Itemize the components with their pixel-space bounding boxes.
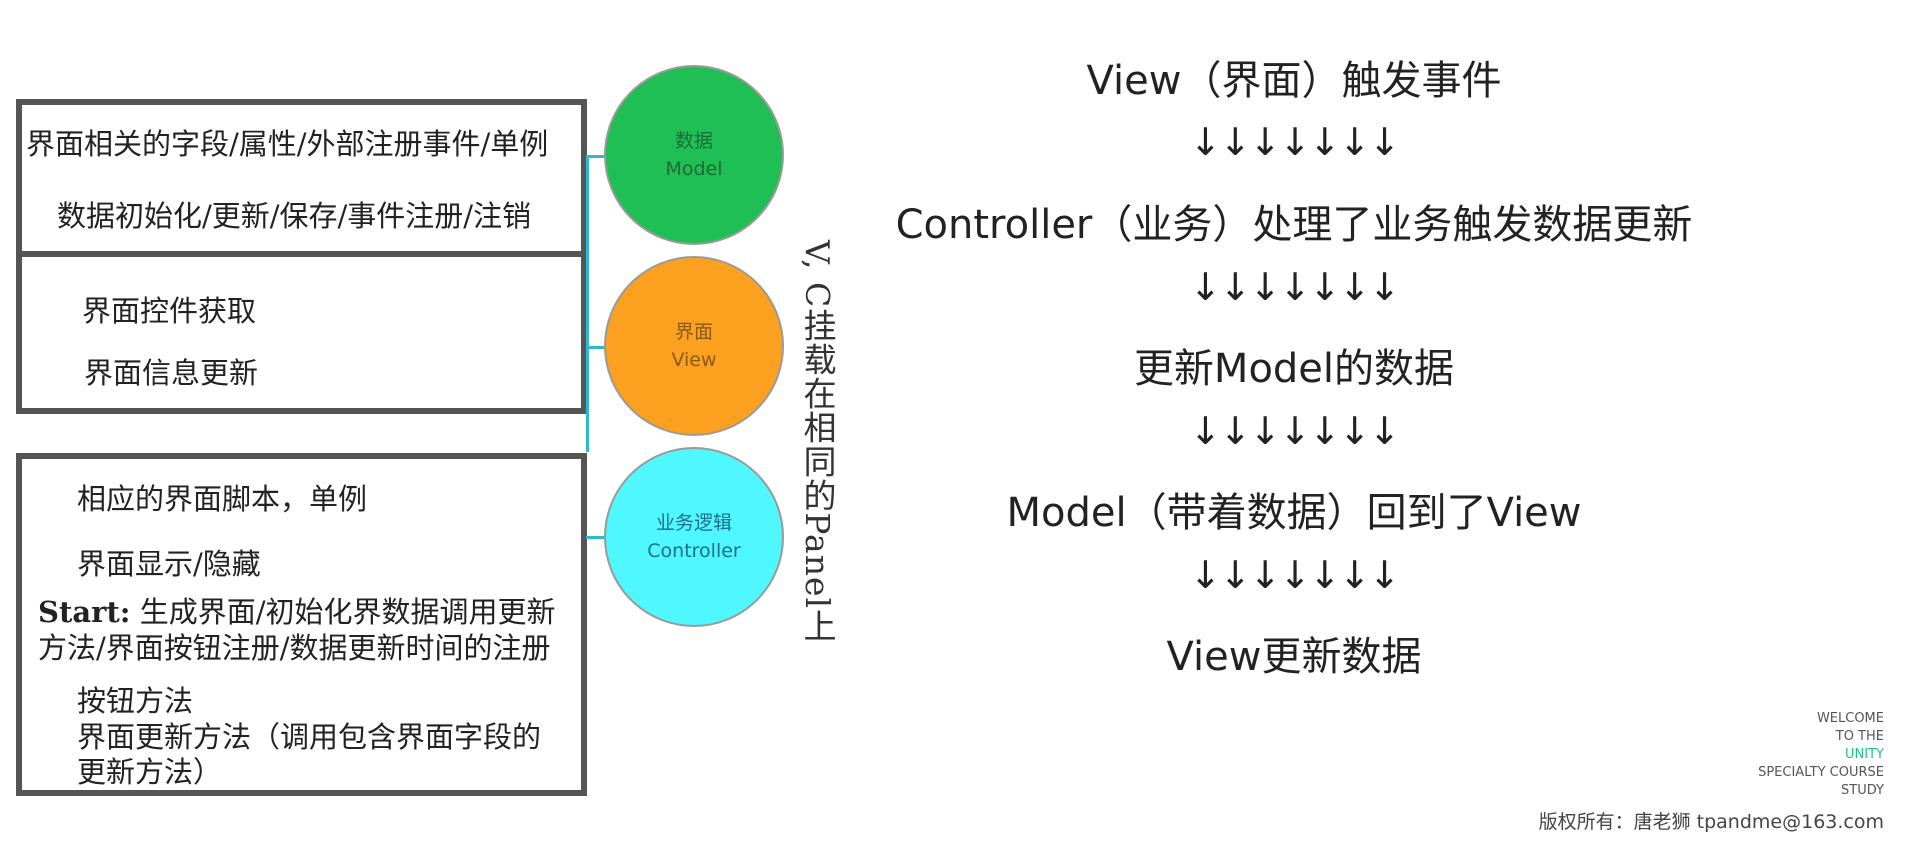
flow-step-4: Model（带着数据）回到了View <box>1006 490 1582 536</box>
model-description-box: 界面相关的字段/属性/外部注册事件/单例 数据初始化/更新/保存/事件注册/注销 <box>16 99 587 257</box>
connector-model <box>586 155 606 158</box>
view-circle-cn: 界面 <box>674 321 713 343</box>
controller-line-5: 按钮方法 <box>77 684 194 718</box>
view-circle-en: View <box>671 349 717 371</box>
flow-arrows-2: ↓↓↓↓↓↓↓ <box>1189 265 1401 309</box>
flow-arrows-1: ↓↓↓↓↓↓↓ <box>1189 120 1401 164</box>
copyright-text: 版权所有：唐老狮 tpandme@163.com <box>1538 811 1884 833</box>
vertical-note: V, C挂载在相同的Panel上 <box>798 240 837 644</box>
controller-line-1: 相应的界面脚本，单例 <box>77 482 368 516</box>
connector-view <box>586 346 606 349</box>
controller-circle-en: Controller <box>647 540 741 562</box>
controller-line-2: 界面显示/隐藏 <box>77 547 261 581</box>
model-circle-cn: 数据 <box>674 130 713 152</box>
view-description-box: 界面控件获取 界面信息更新 <box>16 251 587 414</box>
flow-arrows-3: ↓↓↓↓↓↓↓ <box>1189 409 1401 453</box>
view-line-2: 界面信息更新 <box>84 356 259 390</box>
controller-start-line: Start: 生成界面/初始化界数据调用更新 <box>38 589 556 631</box>
start-text: 生成界面/初始化界数据调用更新 <box>130 595 556 629</box>
connector-controller <box>586 536 606 539</box>
flow-step-1: View（界面）触发事件 <box>1086 58 1502 104</box>
welcome-watermark: WELCOME TO THE UNITY SPECIALTY COURSE ST… <box>1758 710 1884 800</box>
model-line-2: 数据初始化/更新/保存/事件注册/注销 <box>57 199 532 233</box>
welcome-line-2: TO THE <box>1835 729 1884 744</box>
model-circle: 数据 Model <box>604 65 784 245</box>
controller-description-box: 相应的界面脚本，单例 界面显示/隐藏 Start: 生成界面/初始化界数据调用更… <box>16 453 587 796</box>
flow-step-2: Controller（业务）处理了业务触发数据更新 <box>895 202 1693 248</box>
model-circle-en: Model <box>665 158 723 180</box>
controller-line-4: 方法/界面按钮注册/数据更新时间的注册 <box>38 631 551 665</box>
controller-circle: 业务逻辑 Controller <box>604 447 784 627</box>
view-line-1: 界面控件获取 <box>82 294 257 328</box>
flow-step-3: 更新Model的数据 <box>1133 346 1455 392</box>
controller-circle-cn: 业务逻辑 <box>655 512 732 534</box>
controller-line-7: 更新方法） <box>77 755 223 789</box>
flow-step-5: View更新数据 <box>1166 634 1422 680</box>
model-line-1: 界面相关的字段/属性/外部注册事件/单例 <box>26 127 549 161</box>
controller-line-6: 界面更新方法（调用包含界面字段的 <box>77 720 542 754</box>
welcome-line-1: WELCOME <box>1816 711 1884 726</box>
flow-arrows-4: ↓↓↓↓↓↓↓ <box>1189 553 1401 597</box>
welcome-line-5: STUDY <box>1841 783 1884 798</box>
welcome-line-3: UNITY <box>1845 747 1884 762</box>
view-circle: 界面 View <box>604 256 784 436</box>
start-label: Start: <box>38 595 131 629</box>
welcome-line-4: SPECIALTY COURSE <box>1758 765 1884 780</box>
connector-vertical <box>586 155 589 452</box>
